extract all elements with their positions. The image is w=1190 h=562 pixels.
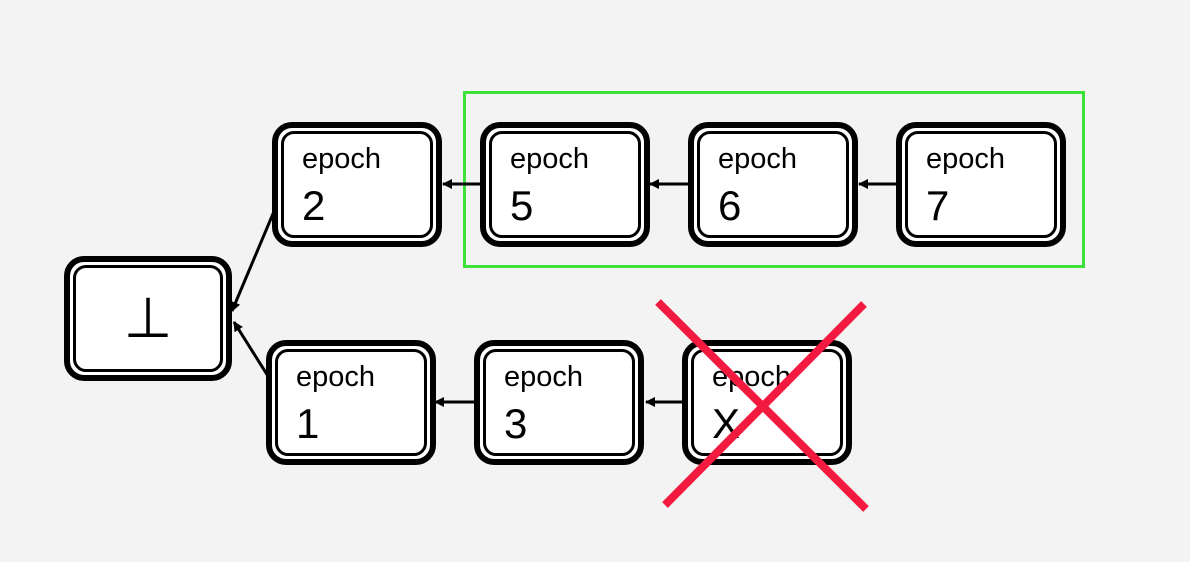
epoch-number: X — [712, 400, 741, 447]
epoch-node-3: epoch 3 — [474, 340, 644, 465]
epoch-number: 6 — [718, 182, 742, 229]
epoch-node-7: epoch 7 — [896, 122, 1066, 247]
root-node: ⊥ — [64, 256, 232, 381]
epoch-label: epoch — [504, 361, 584, 393]
epoch-label: epoch — [718, 143, 798, 175]
bottom-symbol: ⊥ — [123, 286, 173, 351]
epoch-label: epoch — [296, 361, 376, 393]
epoch-number: 1 — [296, 400, 320, 447]
epoch-node-5: epoch 5 — [480, 122, 650, 247]
epoch-label: epoch — [712, 361, 792, 393]
epoch-label: epoch — [926, 143, 1006, 175]
epoch-number: 2 — [302, 182, 326, 229]
finalized-chain-highlight — [463, 91, 1085, 268]
epoch-label: epoch — [510, 143, 590, 175]
epoch-number: 3 — [504, 400, 528, 447]
epoch-node-x: epoch X — [682, 340, 852, 465]
epoch-number: 7 — [926, 182, 950, 229]
epoch-label: epoch — [302, 143, 382, 175]
epoch-node-1: epoch 1 — [266, 340, 436, 465]
epoch-node-2: epoch 2 — [272, 122, 442, 247]
epoch-node-6: epoch 6 — [688, 122, 858, 247]
epoch-number: 5 — [510, 182, 534, 229]
